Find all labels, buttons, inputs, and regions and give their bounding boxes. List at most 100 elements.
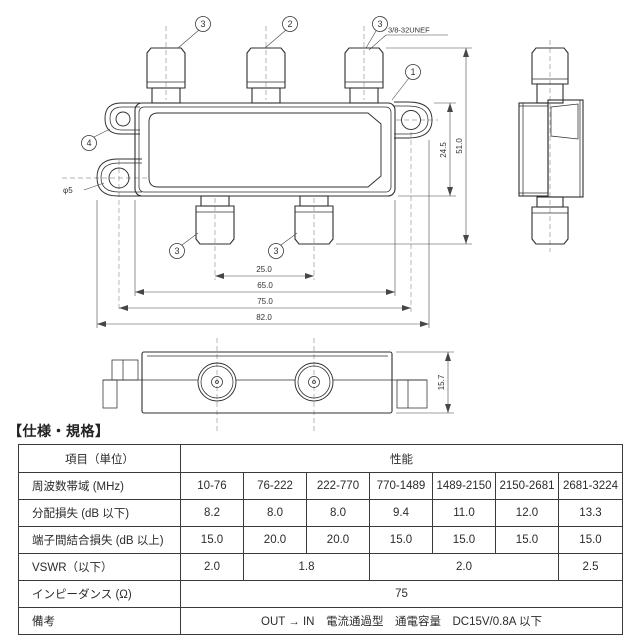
spec-cell: 2.0 [180, 553, 244, 581]
callout-case: 1 [391, 64, 421, 101]
extension-lines [96, 47, 472, 328]
spec-cell: 20.0 [306, 526, 370, 554]
vswr-row: VSWR（以下） 2.0 1.8 2.0 2.5 [18, 553, 623, 581]
spec-cell: 8.0 [306, 499, 370, 527]
callout-in-top-center: 2 [264, 16, 298, 49]
mount-tab-right [394, 101, 433, 139]
bottom-view: 15.7 [102, 338, 454, 433]
spec-cell: 222-770 [306, 472, 370, 500]
spec-cell: 15.0 [495, 526, 559, 554]
dimension-body-height: 24.5 [439, 103, 453, 196]
spec-table: 項目（単位） 性能 周波数帯域 (MHz) 10-76 76-222 222-7… [18, 444, 623, 635]
spec-cell: 8.2 [180, 499, 244, 527]
f-connector-top-left [146, 47, 186, 104]
frequency-row: 周波数帯域 (MHz) 10-76 76-222 222-770 770-148… [18, 472, 623, 500]
callout-out-top-left: 3 [177, 16, 211, 49]
callout-out-top-right: 3 [365, 16, 388, 49]
thread-spec-label: 3/8-32UNEF [388, 26, 430, 35]
coupling-loss-row: 端子間結合損失 (dB 以上) 15.0 20.0 20.0 15.0 15.0… [18, 526, 623, 554]
spec-cell: 9.4 [369, 499, 433, 527]
callout-out-bottom-right: 3 [268, 232, 298, 259]
splitter-body [134, 102, 396, 197]
spec-cell: 15.0 [180, 526, 244, 554]
f-connector-bottom-right [294, 195, 334, 245]
callout-label: 4 [86, 138, 91, 148]
dimension-mount-hole-pitch: 75.0 [119, 297, 411, 311]
dim-body-height: 24.5 [439, 142, 448, 158]
spec-cell: 76-222 [243, 472, 307, 500]
spec-cell: 2681-3224 [558, 472, 623, 500]
dim-overall-width: 82.0 [256, 313, 272, 322]
spec-cell: OUT → IN 電流通過型 通電容量 DC15V/0.8A 以下 [180, 607, 623, 635]
dim-output-pitch: 25.0 [256, 265, 272, 274]
mount-tab-upper-left [104, 102, 140, 135]
technical-drawing: 3 2 3 1 4 3 3 [62, 16, 584, 433]
callout-label: 3 [174, 246, 179, 256]
spec-cell: 2150-2681 [495, 472, 559, 500]
spec-cell: 13.3 [558, 499, 623, 527]
callout-label: 3 [200, 19, 205, 29]
callout-label: 3 [273, 246, 278, 256]
spec-cell: 770-1489 [369, 472, 433, 500]
f-connector-bottom-left [195, 195, 235, 245]
impedance-row: インピーダンス (Ω) 75 [18, 580, 623, 608]
hole-diameter-label: φ5 [63, 186, 73, 195]
spec-cell: 1.8 [243, 553, 370, 581]
callout-label: 2 [287, 19, 292, 29]
row-label: インピーダンス (Ω) [18, 580, 181, 608]
bottom-tab-left [102, 359, 139, 409]
table-header-row: 項目（単位） 性能 [18, 444, 623, 473]
bottom-tab-right [396, 379, 428, 409]
dimension-body-width: 65.0 [135, 281, 395, 295]
callout-out-bottom-left: 3 [169, 232, 199, 259]
bottom-body [103, 351, 427, 414]
thread-annotation: 3/8-32UNEF [368, 26, 448, 51]
dimension-output-pitch: 25.0 [215, 265, 314, 279]
spec-cell: 12.0 [495, 499, 559, 527]
spec-cell: 15.0 [432, 526, 496, 554]
centerlines [62, 26, 438, 312]
f-connector-top-right [344, 47, 384, 104]
dimension-depth: 15.7 [396, 351, 454, 414]
dim-depth: 15.7 [437, 374, 446, 390]
spec-cell: 8.0 [243, 499, 307, 527]
row-label: 分配損失 (dB 以下) [18, 499, 181, 527]
item-header-cell: 項目（単位） [18, 444, 181, 473]
spec-cell: 10-76 [180, 472, 244, 500]
dimension-overall-width: 82.0 [97, 313, 429, 327]
dimension-overall-height: 51.0 [455, 48, 469, 244]
distribution-loss-row: 分配損失 (dB 以下) 8.2 8.0 8.0 9.4 11.0 12.0 1… [18, 499, 623, 527]
performance-header-cell: 性能 [180, 444, 623, 473]
spec-cell: 15.0 [558, 526, 623, 554]
row-label: 備考 [18, 607, 181, 635]
callout-mount-tab: 4 [81, 128, 111, 151]
spec-cell: 11.0 [432, 499, 496, 527]
side-body [518, 99, 584, 198]
bottom-connector-face-right [294, 362, 334, 402]
remarks-row: 備考 OUT → IN 電流通過型 通電容量 DC15V/0.8A 以下 [18, 607, 623, 635]
spec-cell: 2.5 [558, 553, 623, 581]
side-connector-top [531, 47, 569, 104]
bottom-connector-face-left [197, 362, 237, 402]
dim-body-width: 65.0 [257, 281, 273, 290]
spec-heading: 【仕様・規格】 [8, 423, 110, 439]
row-label: VSWR（以下） [18, 553, 181, 581]
spec-cell: 1489-2150 [432, 472, 496, 500]
side-view [518, 40, 584, 252]
spec-cell: 15.0 [369, 526, 433, 554]
spec-cell: 75 [180, 580, 623, 608]
dim-mount-hole-pitch: 75.0 [257, 297, 273, 306]
row-label: 周波数帯域 (MHz) [18, 472, 181, 500]
callout-label: 3 [377, 19, 382, 29]
hole-diameter-annotation: φ5 [63, 182, 105, 195]
mount-tab-lower-left [96, 158, 142, 197]
spec-table-container: 項目（単位） 性能 周波数帯域 (MHz) 10-76 76-222 222-7… [18, 444, 623, 635]
dim-overall-height: 51.0 [455, 138, 464, 154]
row-label: 端子間結合損失 (dB 以上) [18, 526, 181, 554]
spec-cell: 2.0 [369, 553, 559, 581]
f-connector-top-center [246, 47, 286, 104]
side-connector-bottom [531, 196, 569, 245]
spec-cell: 20.0 [243, 526, 307, 554]
top-view: 3 2 3 1 4 3 3 [62, 16, 472, 328]
